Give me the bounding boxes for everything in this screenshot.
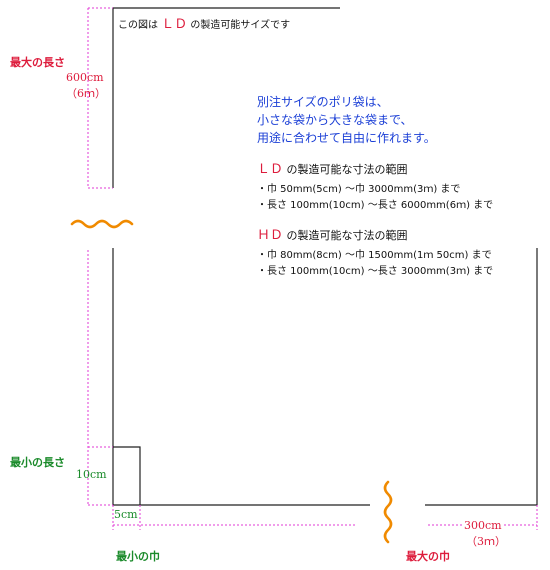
ld-heading-text: の製造可能な寸法の範囲: [286, 163, 408, 176]
caption-code: ＬＤ: [161, 17, 188, 32]
caption-prefix: この図は: [118, 20, 158, 31]
min-width-value: 5cm: [114, 508, 138, 521]
hd-spec-line: ・巾 80mm(8cm) ～巾 1500mm(1ｍ 50cm) まで: [257, 250, 492, 261]
max-width-cm: 300cm: [462, 519, 504, 532]
ld-spec-line: ・巾 50mm(5cm) ～巾 3000mm(3ｍ) まで: [257, 184, 461, 195]
diagram-caption: この図は ＬＤ の製造可能サイズです: [118, 13, 290, 32]
bag-outline-bottom-right: [425, 248, 538, 506]
max-length-m: （6ｍ）: [66, 87, 106, 100]
break-mark-vertical: [383, 480, 393, 544]
max-length-cm: 600cm: [66, 71, 104, 84]
min-length-label: 最小の長さ: [10, 456, 65, 469]
ld-code: ＬＤ: [257, 162, 284, 177]
hd-heading-text: の製造可能な寸法の範囲: [286, 229, 408, 242]
intro-line: 小さな袋から大きな袋まで、: [257, 113, 413, 127]
max-length-label: 最大の長さ: [10, 56, 65, 69]
ld-spec-line: ・長さ 100mm(10cm) ～長さ 6000mm(6ｍ) まで: [257, 200, 494, 211]
max-width-m: （3ｍ）: [466, 535, 506, 548]
intro-line: 別注サイズのポリ袋は、: [257, 95, 389, 109]
caption-suffix: の製造可能サイズです: [190, 20, 291, 31]
min-width-label: 最小の巾: [116, 550, 160, 563]
intro-line: 用途に合わせて自由に作れます。: [257, 131, 436, 145]
hd-spec-line: ・長さ 100mm(10cm) ～長さ 3000mm(3ｍ) まで: [257, 266, 494, 277]
max-width-label: 最大の巾: [406, 550, 450, 563]
intro-text: 別注サイズのポリ袋は、 小さな袋から大きな袋まで、 用途に合わせて自由に作れます…: [257, 93, 436, 147]
min-bag-box: [113, 446, 141, 505]
hd-heading: ＨＤ の製造可能な寸法の範囲: [257, 224, 408, 243]
bag-outline-bottom-left: [112, 248, 370, 506]
break-mark-horizontal: [70, 219, 134, 229]
min-length-value: 10cm: [76, 468, 107, 481]
hd-code: ＨＤ: [257, 228, 284, 243]
ld-heading: ＬＤ の製造可能な寸法の範囲: [257, 158, 408, 177]
